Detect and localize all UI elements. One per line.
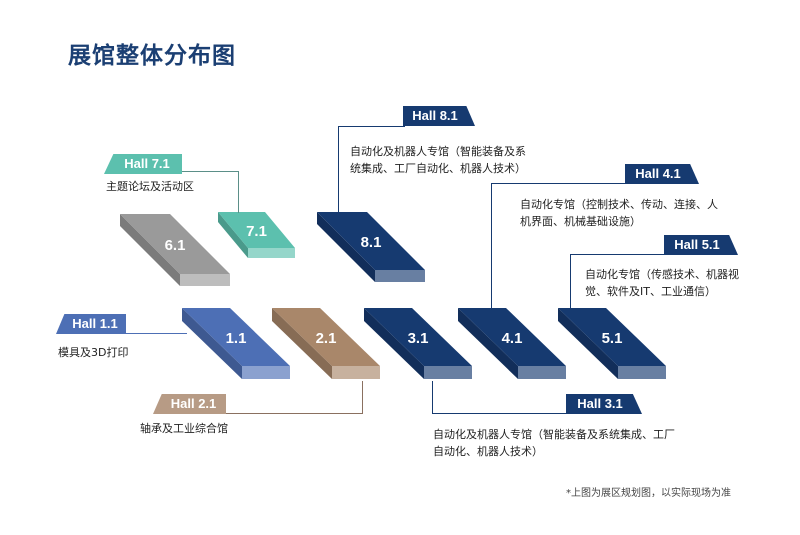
block-side (558, 308, 618, 379)
block-label: 6.1 (165, 237, 186, 254)
block-top (558, 308, 666, 366)
block-top (458, 308, 566, 366)
block-front (180, 274, 230, 286)
block-side (364, 308, 424, 379)
hall-block-1-1: 1.1 (182, 308, 290, 379)
block-top (218, 212, 295, 248)
block-top (364, 308, 472, 366)
connector-2-1 (225, 381, 363, 414)
hall-3-1-desc: 自动化及机器人专馆（智能装备及系统集成、工厂自动化、机器人技术） (433, 428, 675, 458)
block-front (518, 366, 566, 379)
connector-7-1 (180, 171, 239, 213)
block-label: 4.1 (502, 330, 523, 347)
block-top (120, 214, 230, 274)
connector-1-1 (125, 333, 187, 334)
block-side (120, 214, 180, 286)
hall-8-1-desc: 自动化及机器人专馆（智能装备及系统集成、工厂自动化、机器人技术） (350, 145, 526, 175)
hall-block-8-1: 8.1 (317, 212, 425, 282)
block-side (218, 212, 248, 258)
block-top (182, 308, 290, 366)
hall-5-1-tag: Hall 5.1 (664, 235, 738, 255)
block-front (424, 366, 472, 379)
block-side (317, 212, 375, 282)
hall-1-1-tag: Hall 1.1 (56, 314, 126, 334)
block-side (182, 308, 242, 379)
block-top (272, 308, 380, 366)
hall-8-1-tag: Hall 8.1 (403, 106, 475, 126)
block-label: 8.1 (361, 234, 382, 251)
block-front (618, 366, 666, 379)
hall-2-1-desc: 轴承及工业综合馆 (140, 422, 228, 435)
hall-block-6-1: 6.1 (120, 214, 230, 286)
hall-5-1-desc: 自动化专馆（传感技术、机器视觉、软件及IT、工业通信） (585, 268, 739, 298)
hall-block-2-1: 2.1 (272, 308, 380, 379)
block-label: 1.1 (226, 330, 247, 347)
hall-4-1-desc: 自动化专馆（控制技术、传动、连接、人机界面、机械基础设施） (520, 198, 718, 228)
hall-block-4-1: 4.1 (458, 308, 566, 379)
hall-7-1-desc: 主题论坛及活动区 (106, 180, 194, 193)
block-label: 3.1 (408, 330, 429, 347)
hall-block-7-1: 7.1 (218, 212, 295, 258)
connector-5-1 (570, 254, 666, 309)
connector-8-1 (338, 126, 405, 213)
block-label: 2.1 (316, 330, 337, 347)
connector-3-1 (432, 381, 568, 414)
block-front (375, 270, 425, 282)
block-label: 5.1 (602, 330, 623, 347)
connector-4-1 (491, 183, 626, 309)
block-front (332, 366, 380, 379)
hall-1-1-desc: 模具及3D打印 (58, 346, 129, 359)
page-title: 展馆整体分布图 (68, 43, 236, 69)
hall-4-1-tag: Hall 4.1 (625, 164, 699, 184)
hall-block-3-1: 3.1 (364, 308, 472, 379)
block-front (242, 366, 290, 379)
hall-7-1-tag: Hall 7.1 (104, 154, 182, 174)
block-side (272, 308, 332, 379)
block-label: 7.1 (246, 223, 267, 240)
block-side (458, 308, 518, 379)
block-front (248, 248, 295, 258)
block-top (317, 212, 425, 270)
hall-3-1-tag: Hall 3.1 (566, 394, 642, 414)
hall-block-5-1: 5.1 (558, 308, 666, 379)
footnote: *上图为展区规划图，以实际现场为准 (566, 488, 731, 499)
hall-2-1-tag: Hall 2.1 (153, 394, 226, 414)
